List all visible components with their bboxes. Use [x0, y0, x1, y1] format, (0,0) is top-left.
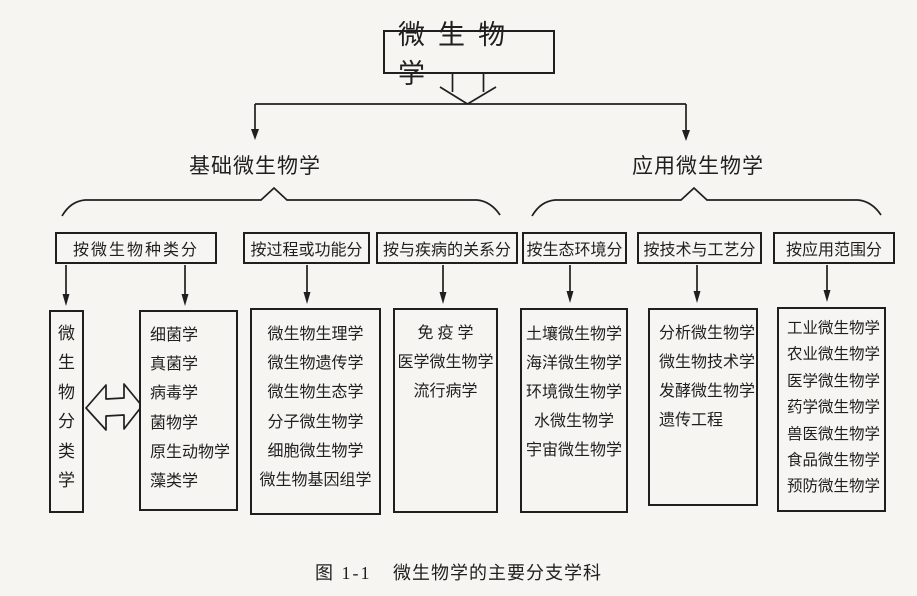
list-box-technology: 分析微生物学 微生物技术学 发酵微生物学 遗传工程	[648, 308, 758, 506]
category-arrow-ecology	[566, 265, 574, 303]
list-item: 病毒学	[150, 385, 199, 403]
list-box-ecology: 土壤微生物学 海洋微生物学 环境微生物学 水微生物学 宇宙微生物学	[520, 308, 628, 513]
category-arrow-species-right	[181, 265, 189, 306]
category-arrow-technology	[693, 265, 701, 303]
list-item: 预防微生物学	[787, 478, 881, 496]
list-box-process: 微生物生理学 微生物遗传学 微生物生态学 分子微生物学 细胞微生物学 微生物基因…	[250, 308, 381, 515]
taxonomy-char: 类	[58, 441, 75, 461]
branch-label-applied: 应用微生物学	[632, 154, 764, 178]
category-arrow-application	[823, 265, 831, 302]
list-item: 真菌学	[150, 356, 199, 374]
list-item: 微生物技术学	[659, 354, 756, 371]
list-box-application: 工业微生物学 农业微生物学 医学微生物学 药学微生物学 兽医微生物学 食品微生物…	[777, 307, 886, 512]
list-item: 海洋微生物学	[525, 355, 622, 372]
root-split-connector	[255, 74, 686, 105]
list-item: 药学微生物学	[787, 399, 881, 417]
category-box-disease: 按与疾病的关系分	[376, 232, 518, 264]
list-item: 分析微生物学	[659, 325, 756, 342]
list-item: 藻类学	[150, 473, 199, 491]
list-item: 细菌学	[150, 327, 199, 344]
list-box-species: 细菌学 真菌学 病毒学 菌物学 原生动物学 藻类学	[139, 310, 238, 511]
list-item: 工业微生物学	[787, 320, 881, 337]
root-label: 微生物学	[398, 20, 518, 89]
category-box-ecology: 按生态环境分	[522, 232, 627, 264]
brace-right	[531, 186, 882, 217]
list-item: 兽医微生物学	[787, 425, 881, 443]
taxonomy-char: 分	[58, 412, 75, 432]
figure-caption-title: 微生物学的主要分支学科	[393, 563, 602, 583]
list-item: 宇宙微生物学	[525, 442, 622, 459]
taxonomy-char: 生	[58, 353, 75, 373]
list-item: 微生物生理学	[267, 326, 364, 343]
taxonomy-char: 微	[58, 324, 75, 343]
taxonomy-box: 微 生 物 分 类 学	[49, 310, 84, 513]
category-box-process: 按过程或功能分	[243, 232, 370, 264]
branch-arrow-right	[682, 104, 690, 141]
list-item: 流行病学	[413, 382, 478, 400]
category-box-species: 按微生物种类分	[55, 232, 217, 264]
list-item: 水微生物学	[533, 413, 614, 430]
list-item: 原生动物学	[150, 443, 231, 461]
branch-label-basic: 基础微生物学	[189, 154, 321, 178]
taxonomy-char: 学	[58, 471, 75, 491]
list-item: 分子微生物学	[267, 413, 364, 431]
taxonomy-char: 物	[58, 382, 75, 402]
category-box-application: 按应用范围分	[773, 232, 895, 264]
brace-left	[61, 186, 501, 217]
list-item: 环境微生物学	[525, 384, 622, 401]
root-box: 微生物学	[383, 20, 555, 89]
list-box-disease: 免 疫 学 医学微生物学 流行病学	[393, 308, 498, 513]
list-item: 微生物生态学	[267, 384, 364, 402]
list-item: 细胞微生物学	[267, 442, 364, 460]
figure-caption-label: 图 1-1	[315, 563, 372, 583]
list-item: 发酵微生物学	[659, 383, 756, 400]
list-item: 免 疫 学	[417, 325, 474, 342]
list-item: 遗传工程	[659, 412, 724, 429]
list-item: 土壤微生物学	[525, 326, 622, 343]
figure-caption: 图 1-1 微生物学的主要分支学科	[0, 559, 917, 585]
double-headed-arrow	[85, 383, 143, 431]
list-item: 农业微生物学	[787, 346, 881, 364]
list-item: 微生物遗传学	[267, 355, 364, 373]
category-arrow-disease	[439, 265, 447, 304]
list-item: 食品微生物学	[787, 452, 881, 470]
list-item: 医学微生物学	[787, 372, 881, 390]
category-box-technology: 按技术与工艺分	[637, 232, 762, 264]
category-arrow-species-left	[62, 265, 70, 306]
category-arrow-process	[303, 265, 311, 304]
list-item: 菌物学	[150, 414, 199, 432]
list-item: 医学微生物学	[397, 353, 494, 371]
branch-arrow-left	[251, 104, 259, 140]
list-item: 微生物基因组学	[259, 472, 372, 490]
